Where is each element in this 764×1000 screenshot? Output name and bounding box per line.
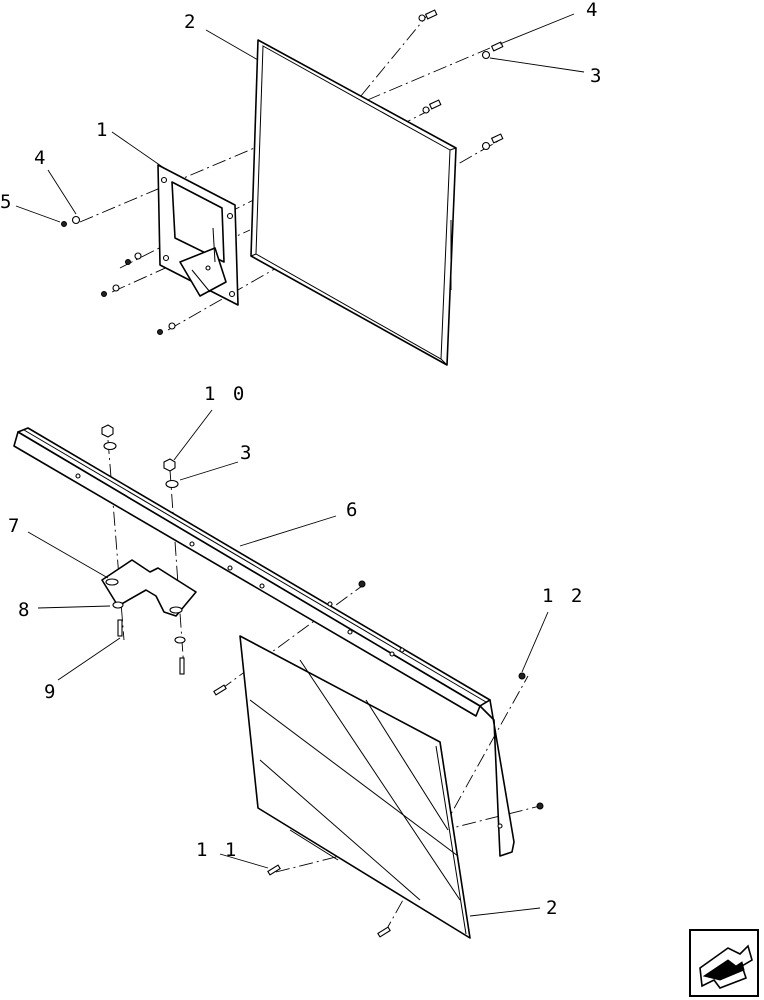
top-assembly <box>15 9 585 366</box>
callout-bracket: 1 <box>96 119 110 141</box>
callout-top-bolt-left: 5 <box>0 191 14 213</box>
callout-bolt-lower: 9 <box>44 681 58 703</box>
support-bar <box>13 427 515 857</box>
callout-nut-right: 1 2 <box>542 585 585 607</box>
lower-panel <box>239 635 471 939</box>
callout-top-washer-right: 3 <box>590 65 604 87</box>
handle-bracket <box>157 164 239 306</box>
callout-top-panel: 2 <box>184 11 198 33</box>
callout-support-bar: 6 <box>346 499 360 521</box>
callout-plate-bracket: 7 <box>8 515 22 537</box>
callout-top-washer-left: 4 <box>34 147 48 169</box>
lower-hardware <box>101 424 544 938</box>
top-panel <box>250 39 457 366</box>
lower-assembly <box>13 409 549 939</box>
callout-lower-panel: 2 <box>546 897 560 919</box>
callout-labels: 2 4 3 1 4 5 1 0 3 6 7 8 9 1 2 1 1 2 <box>0 0 604 919</box>
top-hardware <box>61 9 504 335</box>
callout-nut-top: 1 0 <box>204 383 247 405</box>
callout-bolt-panel: 1 1 <box>196 839 239 861</box>
callout-washer-top: 3 <box>240 442 254 464</box>
plate-bracket <box>101 559 197 617</box>
callout-top-bolt-right: 4 <box>586 0 600 21</box>
next-page-arrow-icon[interactable] <box>689 929 759 997</box>
callout-washer-lower: 8 <box>18 599 32 621</box>
